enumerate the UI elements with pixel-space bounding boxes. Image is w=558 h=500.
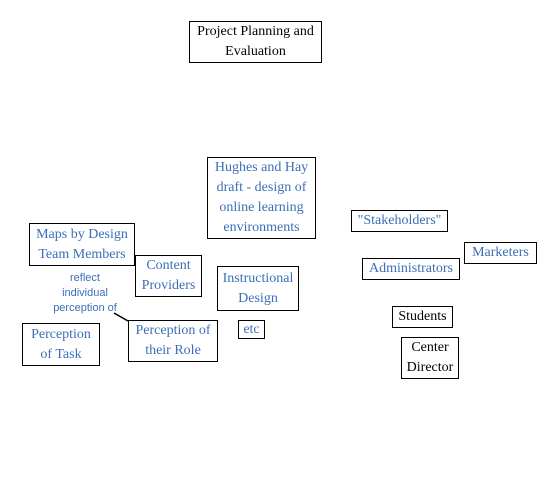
node-maps-by-design[interactable]: Maps by Design Team Members bbox=[29, 223, 135, 266]
node-center-director[interactable]: Center Director bbox=[401, 337, 459, 379]
node-perception-of-role[interactable]: Perception of their Role bbox=[128, 320, 218, 362]
node-hughes-hay-draft[interactable]: Hughes and Hay draft - design of online … bbox=[207, 157, 316, 239]
node-content-providers[interactable]: Content Providers bbox=[135, 255, 202, 297]
node-instructional-design[interactable]: Instructional Design bbox=[217, 266, 299, 311]
node-administrators[interactable]: Administrators bbox=[362, 258, 460, 280]
node-students[interactable]: Students bbox=[392, 306, 453, 328]
connector-perception-role bbox=[113, 312, 129, 322]
node-project-planning[interactable]: Project Planning and Evaluation bbox=[189, 21, 322, 63]
annotation-reflect-perception: reflect individual perception of bbox=[53, 272, 117, 314]
node-perception-of-task[interactable]: Perception of Task bbox=[22, 323, 100, 366]
node-etc[interactable]: etc bbox=[238, 320, 265, 339]
node-stakeholders[interactable]: "Stakeholders" bbox=[351, 210, 448, 232]
node-marketers[interactable]: Marketers bbox=[464, 242, 537, 264]
